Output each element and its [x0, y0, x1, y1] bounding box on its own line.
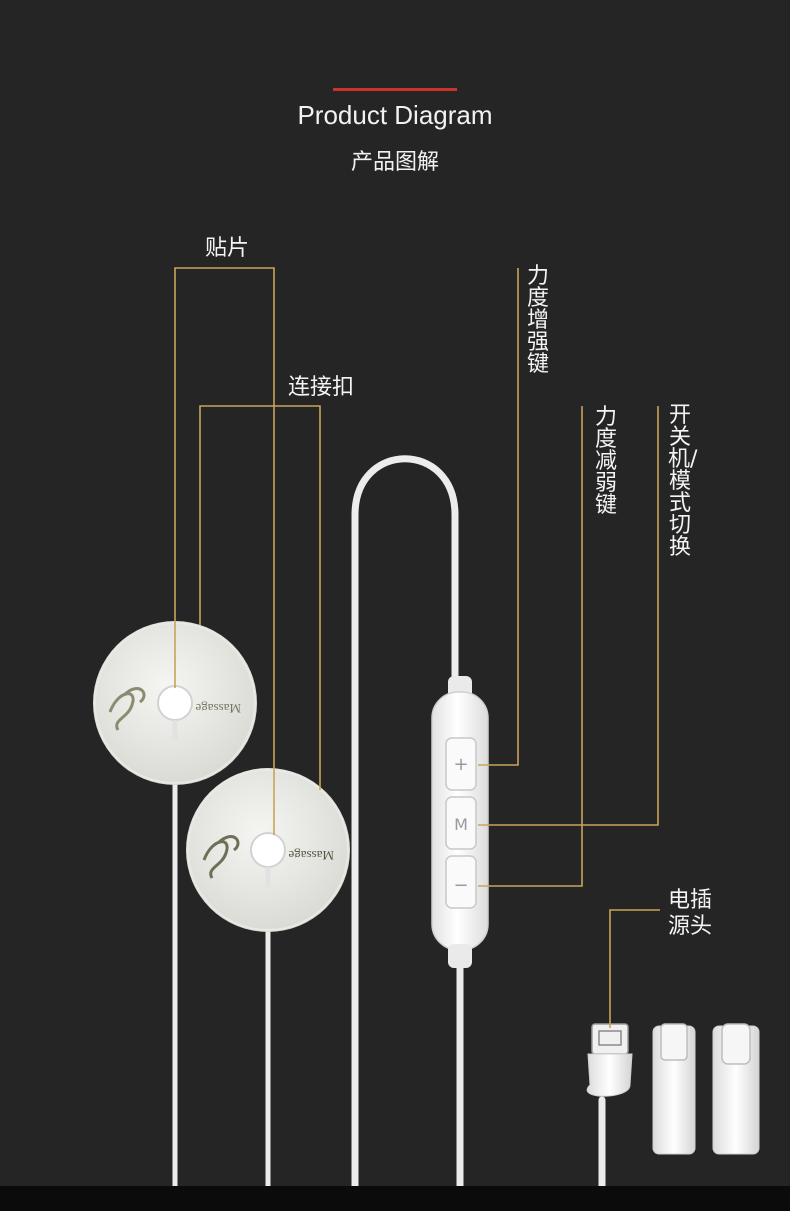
buckle-callout-line	[199, 405, 321, 790]
pad-1-connector-button	[157, 685, 193, 721]
mode-key-label: 开关机/模式切换	[668, 403, 698, 560]
plug-label: 电插源头	[668, 888, 713, 939]
minus-key	[445, 855, 477, 909]
pad-2-connector-button	[250, 832, 286, 868]
pad-callout-line	[174, 267, 275, 835]
callout-lines	[174, 267, 660, 1028]
micro-usb-plug	[591, 1023, 629, 1055]
floral-ornament-icon	[108, 687, 146, 731]
minus-key-glyph: −	[453, 875, 468, 896]
buckle-label: 连接扣	[288, 375, 355, 400]
mode-key	[445, 796, 477, 850]
page-title-chinese: 产品图解	[350, 150, 439, 175]
plug-callout-line	[609, 909, 660, 1028]
title-accent-line	[333, 88, 457, 91]
mode-key-callout-line	[478, 406, 659, 826]
mode-key-glyph: M	[454, 815, 468, 834]
plus-key-callout-line	[478, 268, 519, 766]
pad-label: 贴片	[205, 236, 250, 261]
massage-pad-2	[186, 768, 350, 932]
remote-controller	[431, 676, 489, 968]
usb-connectors	[586, 1023, 760, 1155]
floral-ornament-icon	[202, 835, 240, 879]
page-title-english: Product Diagram	[297, 100, 493, 130]
loop-wire	[351, 455, 459, 1194]
plus-key	[445, 737, 477, 791]
plus-key-label: 力度增强键	[526, 264, 549, 377]
pad-1-logo: Massage	[195, 701, 241, 716]
plus-key-glyph: +	[453, 754, 468, 775]
bottom-band	[0, 1186, 790, 1211]
pad-2-logo: Massage	[288, 848, 334, 863]
wires	[172, 455, 606, 1194]
minus-key-label: 力度减弱键	[594, 405, 617, 518]
minus-key-callout-line	[478, 406, 583, 887]
